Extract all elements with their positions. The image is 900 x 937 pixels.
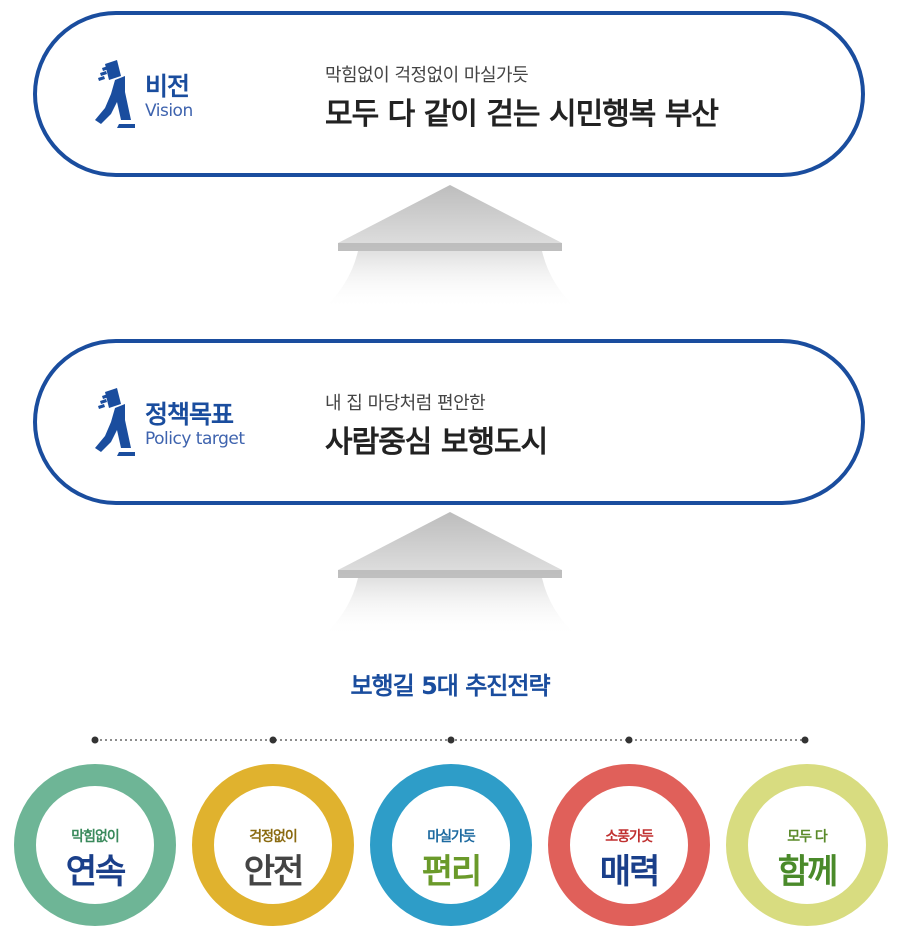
policy-title: 사람중심 보행도시 [325,425,548,460]
up-arrow-icon [322,185,578,310]
connector-dot [269,736,277,744]
strategy-keyword: 편리 [421,852,483,892]
vision-title: 모두 다 같이 걷는 시민행복 부산 [325,97,719,132]
walking-person-icon [91,386,141,456]
strategy-subtitle: 걱정없이 [249,829,298,845]
strategy-circle-together: 모두 다 함께 [726,764,888,926]
vision-panel: 비전 Vision 막힘없이 걱정없이 마실가듯 모두 다 같이 걷는 시민행복… [33,11,865,177]
strategy-subtitle: 모두 다 [787,829,828,845]
strategy-keyword: 연속 [65,852,127,892]
policy-target-panel: 정책목표 Policy target 내 집 마당처럼 편안한 사람중심 보행도… [33,339,865,505]
connector-dot [801,736,809,744]
strategy-circle-safety: 걱정없이 안전 [192,764,354,926]
policy-label-ko: 정책목표 [145,400,234,429]
vision-label-ko: 비전 [145,72,190,101]
strategy-keyword: 매력 [599,852,661,892]
connector-dot [447,736,455,744]
vision-subtitle: 막힘없이 걱정없이 마실가듯 [325,65,529,86]
strategy-subtitle: 마실가듯 [427,829,476,845]
dotted-connector [91,736,809,744]
strategy-circle-attraction: 소풍가듯 매력 [548,764,710,926]
vision-label-en: Vision [145,101,193,121]
strategy-circle-continuity: 막힘없이 연속 [14,764,176,926]
strategy-circle-convenience: 마실가듯 편리 [370,764,532,926]
connector-dot [91,736,99,744]
policy-label-en: Policy target [145,429,245,449]
strategy-subtitle: 막힘없이 [71,829,120,845]
walking-person-icon [91,58,141,128]
strategy-keyword: 안전 [243,852,305,892]
up-arrow-icon [322,512,578,637]
strategy-subtitle: 소풍가듯 [605,829,654,845]
connector-dot [625,736,633,744]
strategy-title: 보행길 5대 추진전략 [350,672,550,700]
policy-subtitle: 내 집 마당처럼 편안한 [325,393,486,414]
strategy-keyword: 함께 [777,852,839,892]
